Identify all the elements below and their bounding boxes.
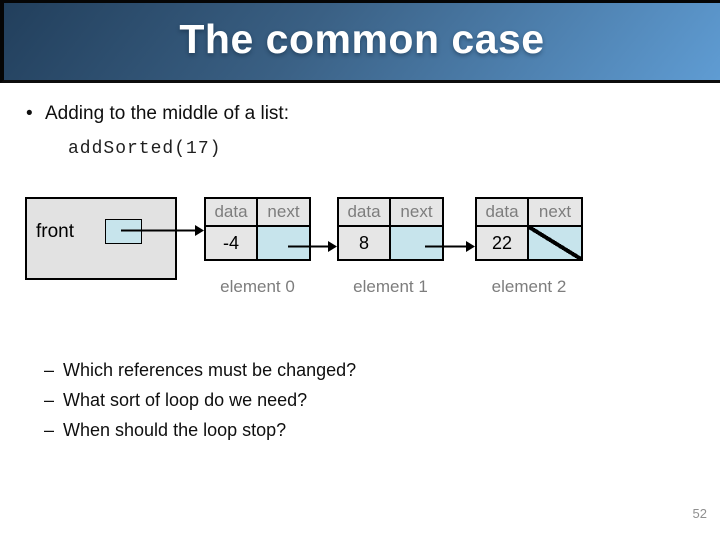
next-header-cell: next (529, 199, 581, 225)
node-caption: element 2 (491, 277, 567, 296)
node-caption: element 1 (353, 277, 428, 296)
data-value-cell: -4 (206, 227, 256, 259)
question-item: – What sort of loop do we need? (44, 390, 356, 411)
slide-header: The common case (0, 0, 720, 83)
data-header-cell: data (477, 199, 527, 225)
front-pointer-box (105, 219, 142, 244)
bullet-text: Adding to the middle of a list: (45, 103, 289, 124)
dash-marker: – (44, 390, 55, 410)
bullet-marker: • (26, 103, 33, 124)
next-pointer-cell (391, 227, 442, 259)
dash-marker: – (44, 360, 55, 380)
question-text: Which references must be changed? (63, 360, 357, 380)
code-line: addSorted(17) (68, 139, 222, 159)
data-value-cell: 8 (339, 227, 389, 259)
question-text: What sort of loop do we need? (63, 390, 308, 410)
next-pointer-cell (529, 227, 581, 259)
next-header-cell: next (258, 199, 309, 225)
node-caption: element 0 (220, 277, 295, 296)
next-header-cell: next (391, 199, 442, 225)
node-element-1: data next 8 (337, 197, 444, 261)
data-header-cell: data (339, 199, 389, 225)
null-diagonal-icon (529, 227, 581, 259)
page-number: 52 (692, 506, 707, 521)
data-value-cell: 22 (477, 227, 527, 259)
question-text: When should the loop stop? (63, 420, 287, 440)
questions-list: – Which references must be changed? – Wh… (44, 360, 356, 450)
front-label: front (36, 221, 75, 242)
question-item: – When should the loop stop? (44, 420, 356, 441)
question-item: – Which references must be changed? (44, 360, 356, 381)
bullet-item: • Adding to the middle of a list: (26, 103, 289, 125)
front-box: front (25, 197, 177, 280)
dash-marker: – (44, 420, 55, 440)
data-header-cell: data (206, 199, 256, 225)
next-pointer-cell (258, 227, 309, 259)
slide-title: The common case (179, 16, 545, 62)
node-element-0: data next -4 (204, 197, 311, 261)
node-element-2: data next 22 (475, 197, 583, 261)
